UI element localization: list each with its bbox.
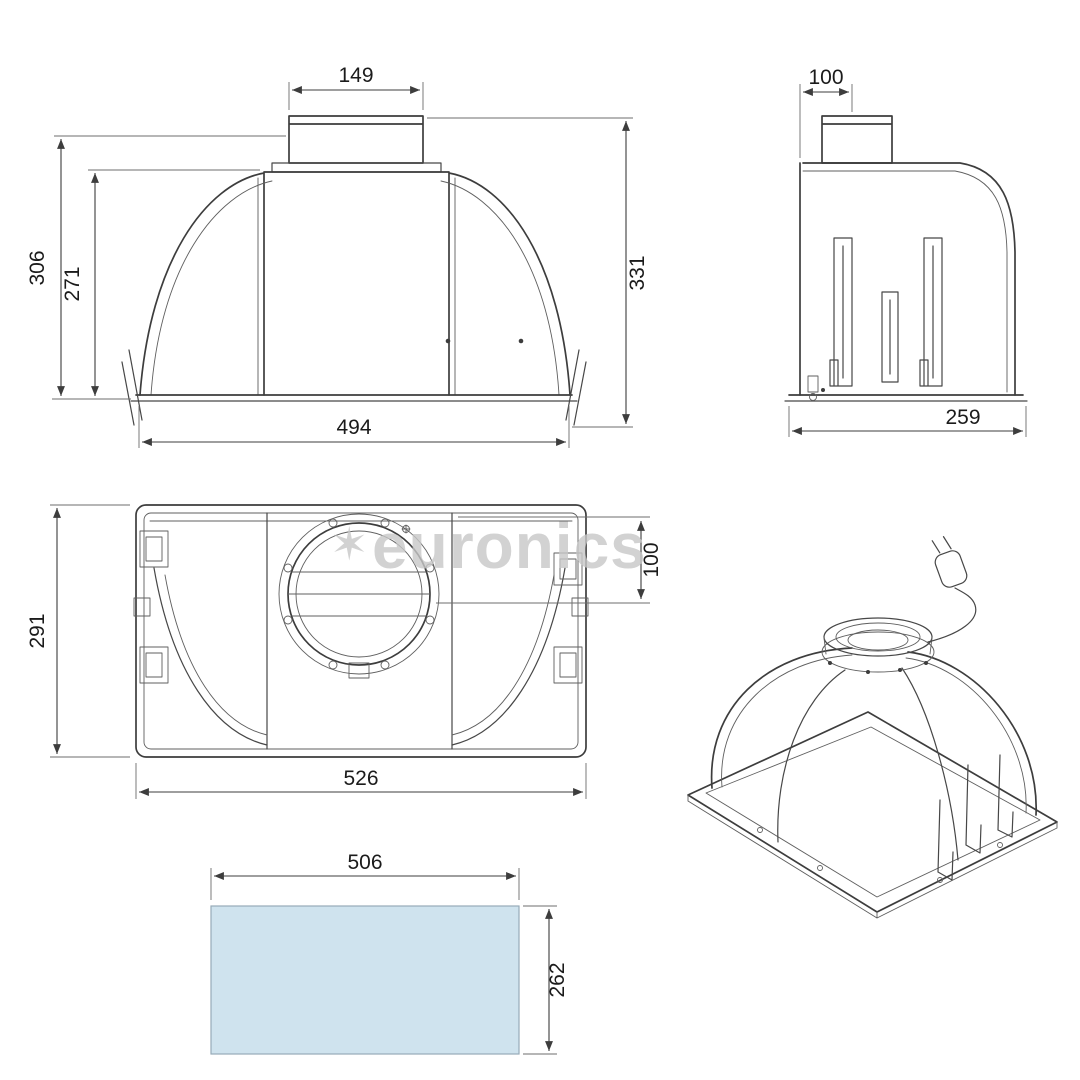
front-mounting-plate	[271, 162, 442, 173]
side-bracket-left	[829, 237, 853, 387]
side-bracket-right	[919, 237, 943, 387]
dim-ext-259	[788, 406, 1027, 437]
dim-side-base-depth: 259	[945, 406, 980, 429]
plan-flange-circle	[278, 513, 440, 675]
dim-plan-duct-offset: 100	[640, 542, 663, 577]
front-dome-outline	[139, 171, 571, 396]
side-view: 100 259	[784, 66, 1028, 437]
plan-motor-tab	[348, 662, 370, 679]
dim-ext-526	[135, 763, 587, 799]
front-duct-collar	[288, 115, 424, 164]
dim-ext-100-plan	[436, 516, 650, 604]
iso-collar-bolts	[828, 661, 928, 674]
plan-bolt-holes	[283, 518, 435, 670]
iso-dome-left-inner	[721, 654, 853, 788]
dim-ext-149	[288, 82, 424, 110]
side-bracket-center	[881, 291, 899, 383]
iso-dome-right-inner	[905, 657, 1027, 814]
plan-screw-symbol	[401, 524, 411, 534]
plan-clip-right-top	[553, 552, 583, 586]
watermark-logo-text: euronics	[372, 510, 647, 582]
iso-filter-hook-3	[937, 799, 954, 881]
iso-collar-bore	[847, 629, 909, 651]
iso-collar-sides	[823, 637, 933, 655]
iso-panel-ridge-right	[901, 667, 959, 861]
dim-front-duct-width: 149	[338, 64, 373, 87]
isometric-view	[687, 536, 1058, 919]
dim-cutout-depth: 262	[546, 962, 569, 997]
side-body-inner-line	[802, 170, 1008, 393]
dim-front-height-overall: 331	[626, 255, 649, 290]
front-screw-dot-2	[518, 338, 524, 344]
iso-panel-ridge-left	[777, 669, 846, 843]
iso-power-cord	[927, 587, 977, 643]
iso-rim-holes	[757, 827, 1003, 883]
dim-ext-506	[210, 868, 520, 900]
dim-side-duct-offset: 100	[808, 66, 843, 89]
iso-collar-inner	[835, 622, 921, 652]
dim-ext-331	[427, 117, 633, 428]
watermark-star-icon: ✶	[330, 517, 369, 571]
iso-filter-hook-2	[997, 754, 1014, 838]
dim-front-base-width: 494	[336, 416, 371, 439]
plan-clip-left-small	[133, 597, 151, 617]
side-duct-collar	[821, 115, 893, 164]
dim-ext-306	[52, 135, 286, 400]
iso-collar-flange	[821, 631, 935, 673]
side-clip-detail	[807, 375, 819, 393]
plan-clip-right-bottom	[553, 646, 583, 684]
front-clip-right	[565, 349, 587, 426]
plan-dome-curve-right	[451, 567, 566, 746]
plan-clip-right-small	[571, 597, 589, 617]
plan-outer-rect	[135, 504, 587, 758]
dim-cutout-width: 506	[347, 851, 382, 874]
plan-view: 291 526 100	[26, 504, 663, 799]
dim-ext-262	[523, 905, 557, 1055]
iso-base-rim	[687, 711, 1058, 913]
plan-clip-left-top	[139, 530, 169, 568]
cutout-rectangle	[210, 905, 520, 1055]
iso-power-plug	[931, 536, 968, 588]
watermark: ✶ euronics	[330, 510, 647, 582]
plan-damper-lines	[287, 571, 431, 617]
side-body-outline	[799, 162, 1016, 396]
plan-inner-rect	[143, 512, 579, 750]
front-clip-left	[121, 349, 143, 426]
dim-front-height-body: 306	[26, 250, 49, 285]
front-dome-inner-lines	[150, 177, 560, 396]
cutout-view: 506 262	[210, 851, 569, 1055]
dim-ext-494	[138, 406, 570, 448]
plan-dome-curve-left-inner	[164, 574, 268, 736]
iso-collar-top	[823, 617, 933, 657]
iso-dome-right-edge	[907, 651, 1037, 816]
iso-base-lip	[687, 794, 1058, 919]
plan-dome-curve-left	[153, 567, 268, 746]
front-view: 149 306 271 331 494	[26, 64, 649, 448]
plan-clip-left-bottom	[139, 646, 169, 684]
iso-filter-hook-1	[965, 764, 982, 854]
dim-plan-depth: 291	[26, 613, 49, 648]
side-clip-roller	[809, 393, 817, 401]
front-screw-dot-1	[445, 338, 451, 344]
dim-ext-100-side	[799, 84, 853, 158]
iso-dome-left-edge	[710, 647, 853, 789]
dim-ext-291	[50, 504, 130, 758]
plan-panel-edges	[266, 512, 453, 750]
side-screw-dot	[821, 388, 825, 392]
iso-base-rim-inner	[705, 726, 1041, 898]
plan-dome-curve-right-inner	[451, 574, 555, 736]
dim-front-height-dome: 271	[61, 266, 84, 301]
dim-plan-width: 526	[343, 767, 378, 790]
